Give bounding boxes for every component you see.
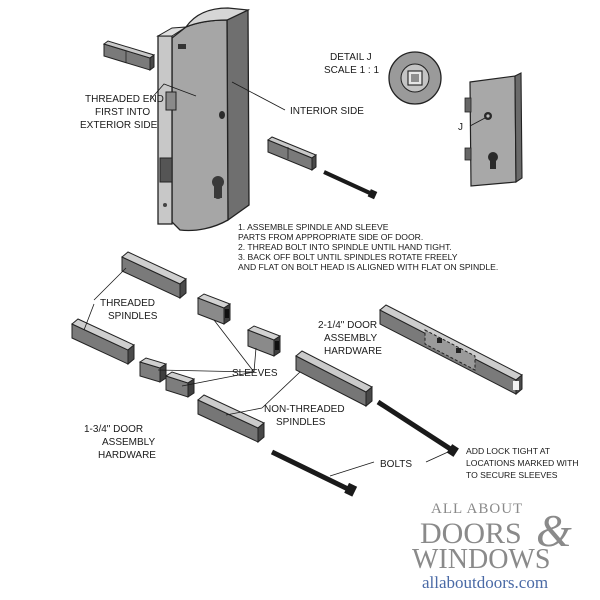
label-sleeves: SLEEVES [232, 368, 278, 379]
label-non-threaded-1: NON-THREADED [264, 404, 345, 415]
brand-line-1: ALL ABOUT [431, 501, 523, 517]
label-door-134-3: HARDWARE [98, 450, 156, 461]
label-bolts: BOLTS [380, 459, 412, 470]
label-threaded-end-3: EXTERIOR SIDE [80, 120, 158, 131]
brand-line-2: DOORS [420, 517, 522, 550]
label-lock-tight-3: TO SECURE SLEEVES [466, 470, 558, 480]
leader-threaded-end [149, 83, 197, 101]
detail-j-plate [464, 72, 523, 187]
leader-detail-j [469, 117, 486, 127]
label-detail-j: DETAIL J [330, 52, 372, 63]
leader-sleeves-4 [181, 371, 255, 387]
leader-lines [83, 81, 486, 477]
label-detail-marker: J [458, 122, 463, 133]
brand-url[interactable]: allaboutdoors.com [422, 573, 548, 592]
bolt-right [376, 399, 459, 457]
sleeve-4 [164, 371, 196, 398]
sleeve-2 [246, 325, 282, 357]
label-interior-side: INTERIOR SIDE [290, 106, 364, 117]
instruction-line-2: PARTS FROM APPROPRIATE SIDE OF DOOR. [238, 232, 423, 242]
leader-threaded-spindles-1 [93, 267, 127, 301]
instruction-line-3: 2. THREAD BOLT INTO SPINDLE UNTIL HAND T… [238, 242, 452, 252]
sleeve-1 [196, 293, 232, 325]
label-threaded-end-1: THREADED END [85, 94, 164, 105]
lock-body [156, 7, 251, 232]
leader-threaded-spindles-2 [83, 303, 95, 331]
leader-sleeves-3 [157, 369, 255, 373]
sleeve-3 [138, 357, 168, 383]
leader-bolts-1 [329, 461, 375, 477]
threaded-end-spindle [102, 40, 156, 71]
bolt-left [270, 449, 358, 497]
leader-bolts-2 [425, 451, 449, 463]
label-door-214-1: 2-1/4" DOOR [318, 320, 377, 331]
non-threaded-spindle-lower [197, 394, 265, 444]
leader-sleeves-2 [253, 347, 257, 373]
interior-bolt [323, 170, 378, 200]
leader-non-threaded-1 [261, 371, 301, 409]
interior-spindle [266, 136, 318, 171]
threaded-spindle-lower [71, 318, 135, 366]
label-threaded-end-2: FIRST INTO [95, 107, 150, 118]
detail-j-circle [388, 51, 442, 105]
instruction-line-5: AND FLAT ON BOLT HEAD IS ALIGNED WITH FL… [238, 262, 498, 272]
label-detail-scale: SCALE 1 : 1 [324, 65, 379, 76]
label-non-threaded-2: SPINDLES [276, 417, 326, 428]
leader-non-threaded-2 [225, 407, 263, 416]
label-door-214-2: ASSEMBLY [324, 333, 377, 344]
threaded-spindle-upper [121, 251, 187, 300]
brand-logo: ALL ABOUT DOORS & WINDOWS allaboutdoors.… [412, 501, 572, 592]
assembled-spindle-214 [379, 304, 523, 396]
label-lock-tight-2: LOCATIONS MARKED WITH [466, 458, 579, 468]
instruction-line-1: 1. ASSEMBLE SPINDLE AND SLEEVE [238, 222, 389, 232]
brand-line-3: WINDOWS [412, 544, 550, 575]
label-door-214-3: HARDWARE [324, 346, 382, 357]
instruction-line-4: 3. BACK OFF BOLT UNTIL SPINDLES ROTATE F… [238, 252, 458, 262]
label-threaded-spindles-2: SPINDLES [108, 311, 158, 322]
non-threaded-spindle-upper [295, 350, 373, 408]
label-threaded-spindles-1: THREADED [100, 298, 155, 309]
label-door-134-2: ASSEMBLY [102, 437, 155, 448]
label-lock-tight-1: ADD LOCK TIGHT AT [466, 446, 551, 456]
brand-ampersand: & [536, 505, 572, 556]
label-door-134-1: 1-3/4" DOOR [84, 424, 143, 435]
leader-sleeves-1 [213, 319, 255, 373]
leader-interior-side [231, 81, 286, 111]
